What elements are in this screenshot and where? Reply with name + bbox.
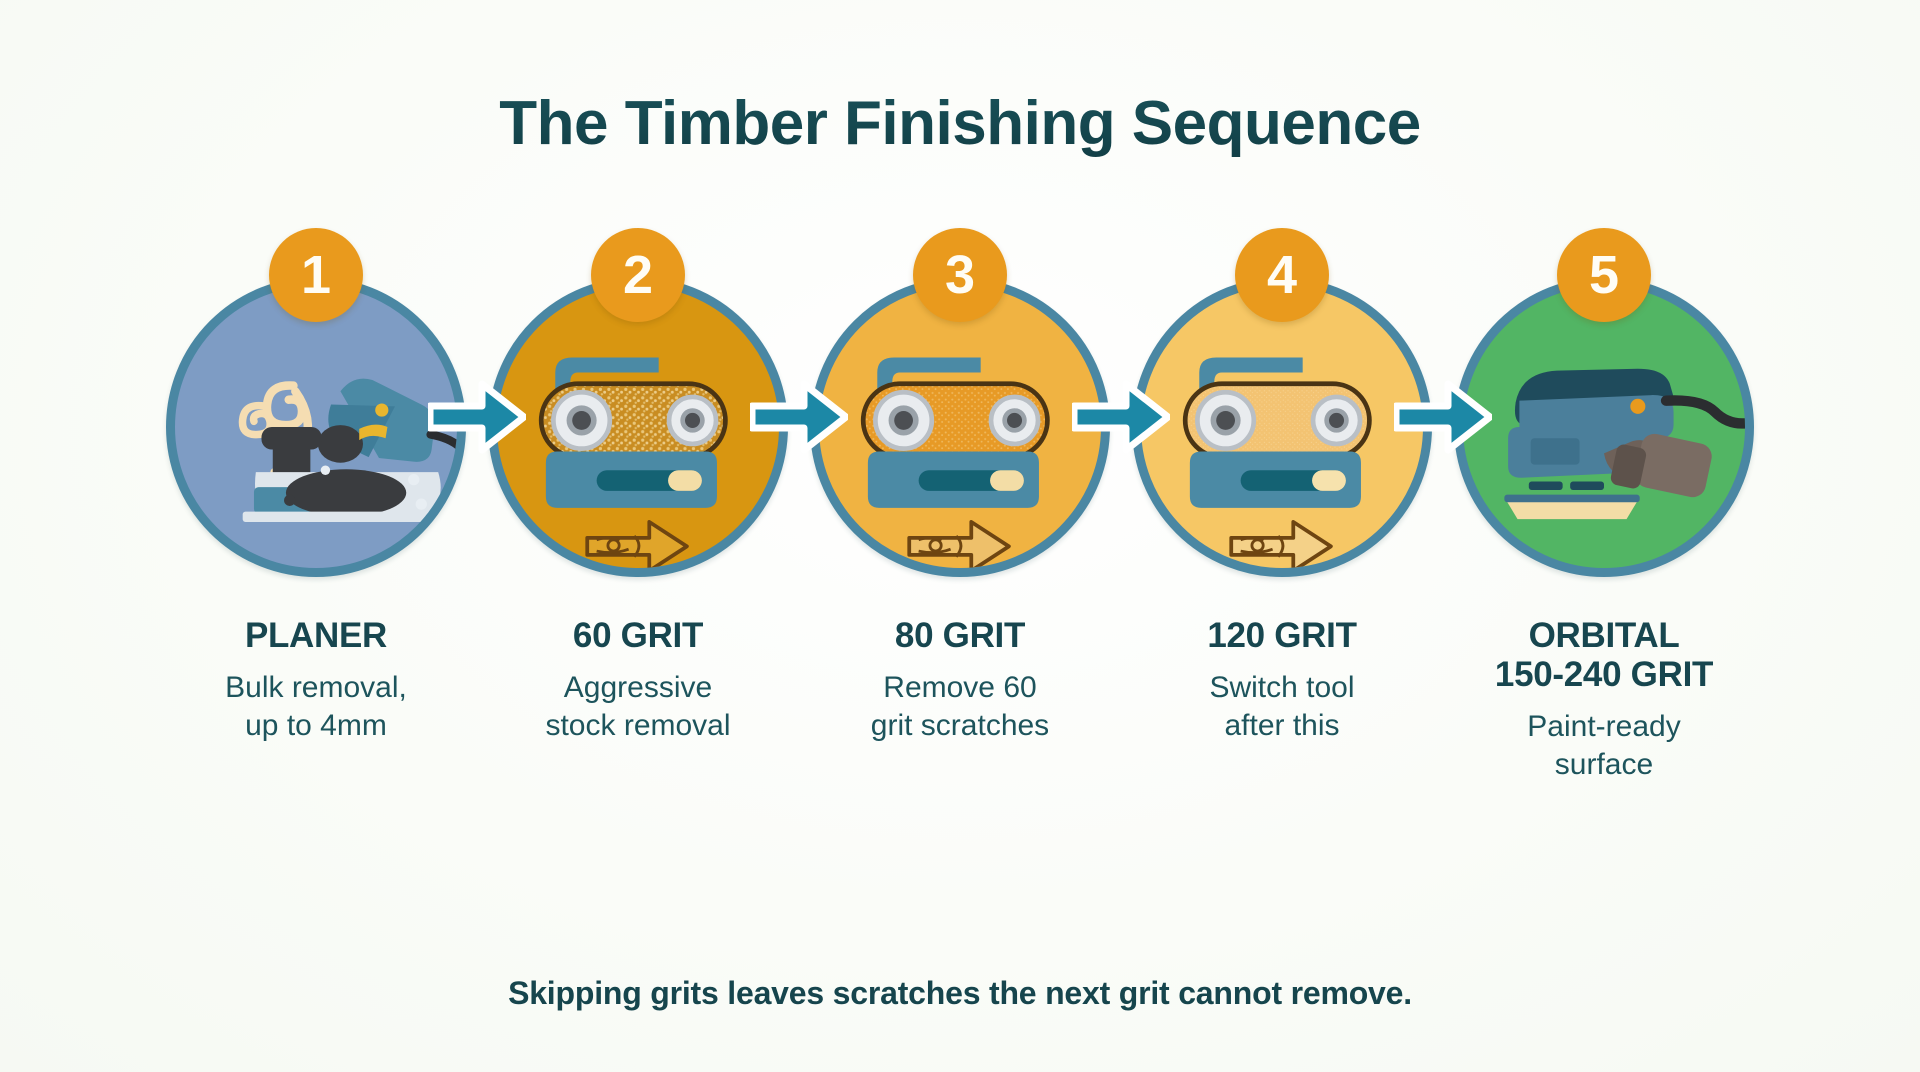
step-5-number-badge: 5 — [1557, 228, 1651, 322]
step-3-sub-line2: grit scratches — [870, 708, 1050, 742]
step-5-sub-line1: Paint-ready — [1527, 710, 1681, 744]
step-1-caption: PLANER Bulk removal, up to 4mm — [151, 616, 481, 745]
step-4: 4 120 GRIT Switch tool after this — [1121, 228, 1443, 745]
step-3: 3 80 GRIT Remove 60 grit scratches — [799, 228, 1121, 745]
wood-grain-arrow-icon — [585, 520, 689, 568]
step-4-circle-wrap: 4 — [1127, 228, 1437, 582]
step-3-sub-line1: Remove 60 — [883, 671, 1037, 705]
step-5-title-line1: ORBITAL — [1528, 616, 1680, 655]
orbital-sander-icon — [1504, 368, 1745, 520]
step-3-circle-wrap: 3 — [805, 228, 1115, 582]
step-5-caption: ORBITAL 150-240 GRIT Paint-ready surface — [1439, 616, 1769, 784]
arrow-right-icon-2 — [750, 380, 848, 454]
step-2-subtitle: Aggressive stock removal — [473, 669, 803, 745]
arrow-right-icon-4 — [1394, 380, 1492, 454]
belt-sander-icon — [538, 357, 728, 568]
step-5-circle — [1454, 277, 1754, 577]
step-1: 1 PLANER Bulk removal, up to 4mm — [155, 228, 477, 745]
step-4-number-badge: 4 — [1235, 228, 1329, 322]
step-4-subtitle: Switch tool after this — [1117, 669, 1447, 745]
step-5-sub-line2: surface — [1554, 748, 1654, 782]
step-2-circle-wrap: 2 — [483, 228, 793, 582]
step-5-title-line2: 150-240 GRIT — [1494, 655, 1714, 695]
step-2-sub-line1: Aggressive — [563, 671, 713, 705]
step-2-caption: 60 GRIT Aggressive stock removal — [473, 616, 803, 745]
step-5-circle-wrap: 5 — [1449, 228, 1759, 582]
step-5-subtitle: Paint-ready surface — [1439, 708, 1769, 784]
step-4-sub-line2: after this — [1224, 708, 1340, 742]
page-title: The Timber Finishing Sequence — [0, 88, 1920, 159]
step-3-circle — [810, 277, 1110, 577]
step-4-circle — [1132, 277, 1432, 577]
step-2: 2 60 GRIT Aggressive stock removal — [477, 228, 799, 745]
belt-sander-icon — [1182, 357, 1372, 568]
step-1-circle — [166, 277, 466, 577]
arrow-right-icon-3 — [1072, 380, 1170, 454]
step-3-title: 80 GRIT — [894, 616, 1026, 655]
step-2-sub-line2: stock removal — [545, 708, 731, 742]
wood-grain-arrow-icon — [907, 520, 1011, 568]
footer-note: Skipping grits leaves scratches the next… — [508, 975, 1412, 1011]
step-1-sub-line1: Bulk removal, — [225, 671, 407, 705]
step-4-title: 120 GRIT — [1207, 616, 1357, 655]
power-planer-icon — [238, 378, 457, 522]
step-1-sub-line2: up to 4mm — [245, 708, 387, 742]
arrow-right-icon-1 — [428, 380, 526, 454]
step-2-circle — [488, 277, 788, 577]
step-5-title: ORBITAL 150-240 GRIT — [1439, 616, 1769, 694]
wood-grain-arrow-icon — [1229, 520, 1333, 568]
step-3-number-badge: 3 — [913, 228, 1007, 322]
step-1-subtitle: Bulk removal, up to 4mm — [151, 669, 481, 745]
step-3-subtitle: Remove 60 grit scratches — [795, 669, 1125, 745]
step-2-number-badge: 2 — [591, 228, 685, 322]
step-3-caption: 80 GRIT Remove 60 grit scratches — [795, 616, 1125, 745]
step-2-title: 60 GRIT — [572, 616, 704, 655]
step-1-title: PLANER — [244, 616, 388, 655]
step-4-sub-line1: Switch tool — [1209, 671, 1355, 705]
step-1-circle-wrap: 1 — [161, 228, 471, 582]
step-5: 5 ORBITAL 150-240 GRIT Paint-ready surfa… — [1443, 228, 1765, 784]
belt-sander-icon — [860, 357, 1050, 568]
steps-row: 1 PLANER Bulk removal, up to 4mm — [0, 228, 1920, 781]
step-4-caption: 120 GRIT Switch tool after this — [1117, 616, 1447, 745]
step-1-number-badge: 1 — [269, 228, 363, 322]
